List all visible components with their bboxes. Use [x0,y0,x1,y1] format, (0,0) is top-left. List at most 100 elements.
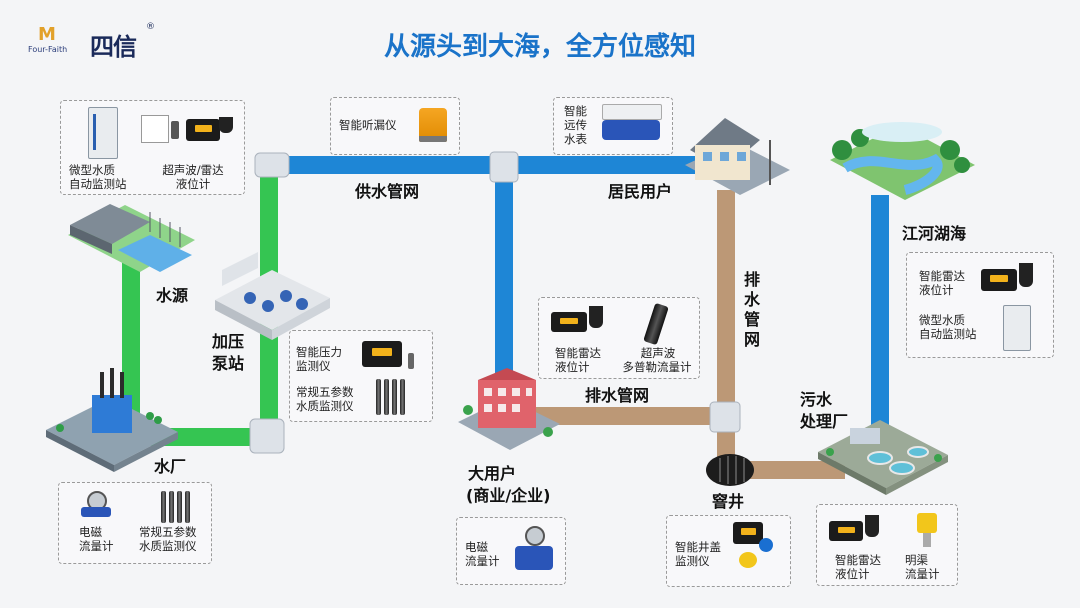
em-flow-body [515,546,553,570]
device-box-manhole: 智能井盖 监测仪 [666,515,791,587]
probe-icon [392,379,397,415]
label-supply-network: 供水管网 [355,182,420,201]
label-doppler-2: 多普勒流量计 [622,360,692,374]
cover-float [739,552,757,568]
label-drain-radar-1: 智能雷达 [555,346,601,360]
probe-icon [177,491,182,523]
river-radar-device [981,269,1017,291]
label-micro-station-2: 自动监测站 [69,177,127,191]
device-box-source: 微型水质 自动监测站 超声波/雷达 液位计 [60,100,245,195]
leak-detector-icon [419,108,447,142]
label-pump-station-1: 加压 [212,332,245,351]
probe-icon [169,491,174,523]
logo-m: M [38,24,56,45]
label-river-radar-2: 液位计 [919,283,954,297]
label-drain-radar-2: 液位计 [555,360,590,374]
label-level-meter-2: 液位计 [175,177,211,191]
device-box-meter: 智能 远传 水表 [553,97,673,155]
label-drainage-v-2: 水 [744,290,761,309]
label-open-channel-1: 明渠 [905,553,928,567]
label-sewage-radar-1: 智能雷达 [835,553,881,567]
cover-monitor-device [733,522,763,544]
pipe-drain-user [525,407,725,425]
label-open-channel-2: 流量计 [905,567,940,581]
label-large-user-2: (商业/企业) [466,486,551,505]
level-meter-device [186,119,220,141]
pipe-tee [709,401,741,433]
label-em-flow-2: 流量计 [79,539,114,553]
label-cover-2: 监测仪 [675,554,710,568]
device-box-leak: 智能听漏仪 [330,97,460,155]
label-smart-meter-3: 水表 [564,132,587,146]
logo-brand-en: Four-Faith [28,45,68,54]
open-channel-head [917,513,937,533]
label-water-plant: 水厂 [154,457,187,476]
smart-meter-top [602,104,662,120]
label-em-flow-1: 电磁 [79,525,102,539]
label-residential: 居民用户 [608,182,673,201]
label-smart-meter-2: 远传 [564,118,587,132]
pipe-drain-plant [730,461,845,479]
registered-mark: ® [146,22,155,32]
page-title: 从源头到大海，全方位感知 [383,32,696,62]
manhole-cover [706,454,754,486]
label-pressure-1: 智能压力 [296,345,342,359]
pipe-elbow [249,418,285,454]
label-river-station-2: 自动监测站 [919,327,977,341]
label-doppler-1: 超声波 [640,346,676,360]
device-box-river: 智能雷达 液位计 微型水质 自动监测站 [906,252,1054,358]
pipe-blue-user [495,170,513,402]
label-large-user-1: 大用户 [468,464,517,483]
smart-meter-body [602,120,660,140]
sewage-radar-device [829,521,863,541]
label-river-station-1: 微型水质 [919,313,965,327]
label-user-em-2: 流量计 [465,554,500,568]
label-drainage-v-3: 管 [744,310,761,329]
radar-level-device [551,312,587,332]
level-meter-panel [141,115,169,143]
pipe-tee [489,151,519,183]
label-drainage-network: 排水管网 [585,386,650,405]
label-pressure-2: 监测仪 [296,359,331,373]
label-micro-station-1: 微型水质 [69,163,115,177]
label-drainage-v-4: 网 [744,330,761,349]
probe-icon [185,491,190,523]
company-logo: M Four-Faith 四信 ® [28,22,168,61]
label-drainage-v-1: 排 [744,270,761,289]
radar-head [219,117,233,133]
logo-brand-cn: 四信 [90,33,137,61]
label-plant-five-1: 常规五参数 [139,525,197,539]
device-box-plant: 电磁 流量计 常规五参数 水质监测仪 [58,482,212,564]
label-cover-1: 智能井盖 [675,540,721,554]
pressure-device [362,341,402,367]
micro-station-cabinet [88,107,118,159]
em-flow-body [81,507,111,517]
pipe-blue-river [871,195,889,425]
open-channel-stem [923,533,931,547]
device-box-sewage: 智能雷达 液位计 明渠 流量计 [816,504,958,586]
radar-head [865,515,879,537]
label-leak-detector: 智能听漏仪 [339,118,397,132]
radar-head [589,306,603,328]
device-box-pressure: 智能压力 监测仪 常规五参数 水质监测仪 [289,330,433,422]
label-sewage-plant-1: 污水 [800,390,833,409]
probe-icon [400,379,405,415]
label-user-em-1: 电磁 [465,540,488,554]
radar-head [1019,263,1033,287]
level-sensor [171,121,179,139]
label-manhole: 窨井 [712,492,745,511]
label-five-param-1: 常规五参数 [296,385,354,399]
label-water-source: 水源 [156,286,189,305]
river-station-cabinet [1003,305,1031,351]
label-pump-station-2: 泵站 [212,354,245,373]
label-five-param-2: 水质监测仪 [296,399,354,413]
label-sewage-radar-2: 液位计 [835,567,870,581]
cover-float-blue [759,538,773,552]
pipe-elbow [254,152,290,178]
